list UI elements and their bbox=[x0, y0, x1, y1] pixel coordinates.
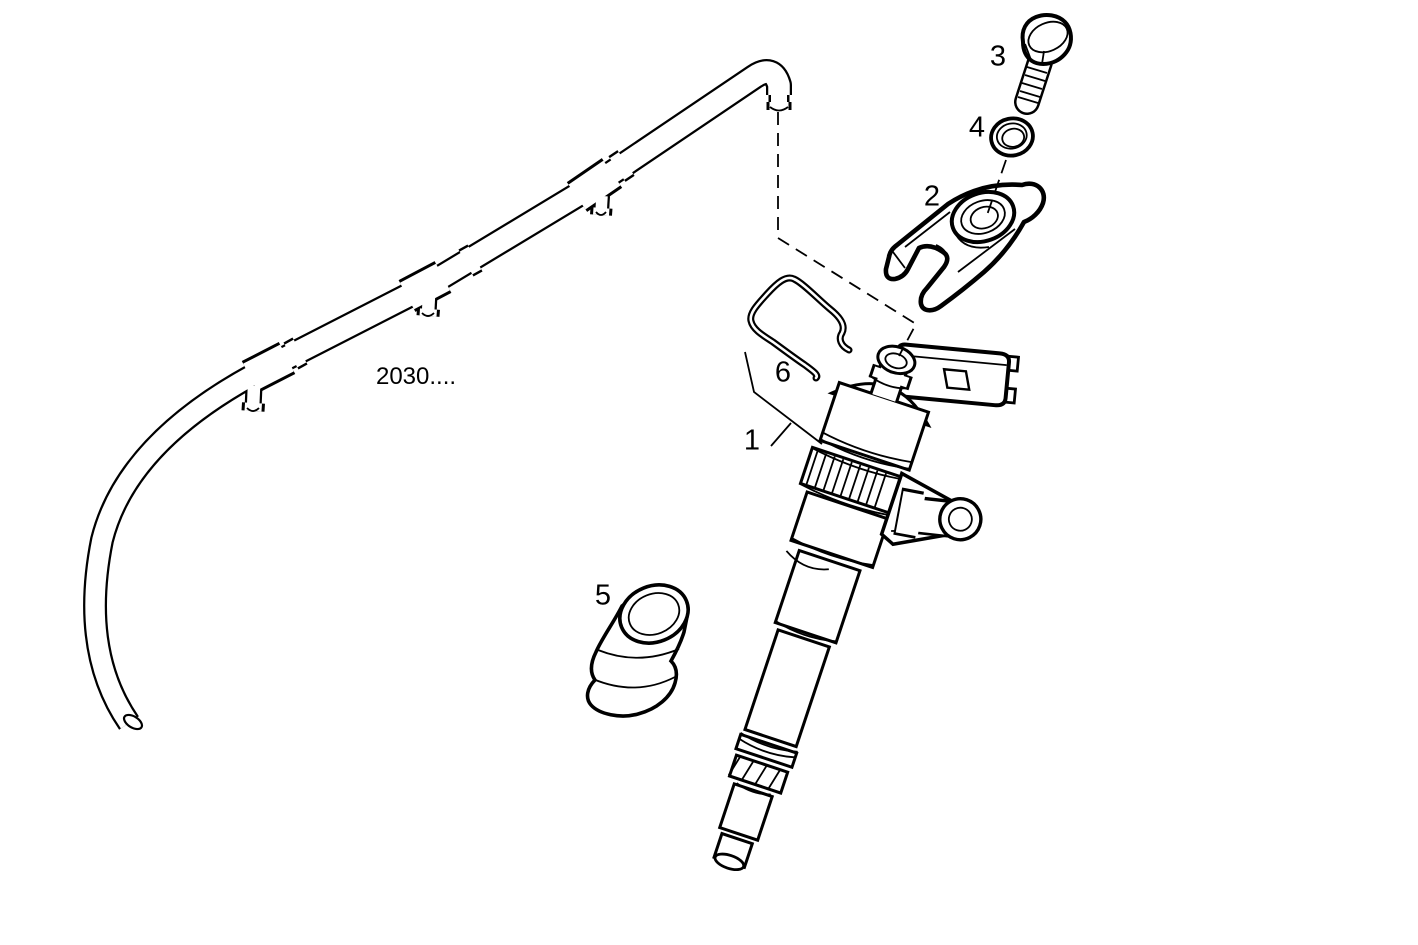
bolt-head bbox=[1020, 12, 1073, 66]
alignment-dashline-bolt-to-clamp bbox=[985, 159, 1007, 219]
fuel-rail-pipe bbox=[83, 59, 792, 731]
rail-reference-label: 2030.... bbox=[375, 363, 457, 390]
protection-cap bbox=[585, 583, 690, 718]
clamp-bracket bbox=[883, 181, 1047, 313]
callout-3-label: 3 bbox=[989, 40, 1007, 73]
hose-open-end bbox=[122, 713, 144, 731]
alignment-dashline-rail-to-injector bbox=[777, 112, 918, 357]
connector-window bbox=[942, 367, 971, 392]
clamp-boss bbox=[949, 189, 1017, 245]
retaining-clip bbox=[747, 274, 853, 382]
injector-nozzle-tip bbox=[713, 852, 746, 872]
callout-4-label: 4 bbox=[968, 111, 986, 144]
leader-line-1 bbox=[744, 351, 823, 447]
callout-2-label: 2 bbox=[923, 180, 941, 213]
injector-fuel-port bbox=[879, 470, 983, 547]
injector bbox=[712, 342, 1021, 872]
callout-5-label: 5 bbox=[594, 579, 612, 612]
fixing-bolt bbox=[1014, 12, 1073, 115]
bolt-threads bbox=[1017, 66, 1048, 104]
callout-1-label: 1 bbox=[743, 424, 761, 457]
callout-6-label: 6 bbox=[774, 356, 792, 389]
seal-washer bbox=[989, 116, 1035, 158]
